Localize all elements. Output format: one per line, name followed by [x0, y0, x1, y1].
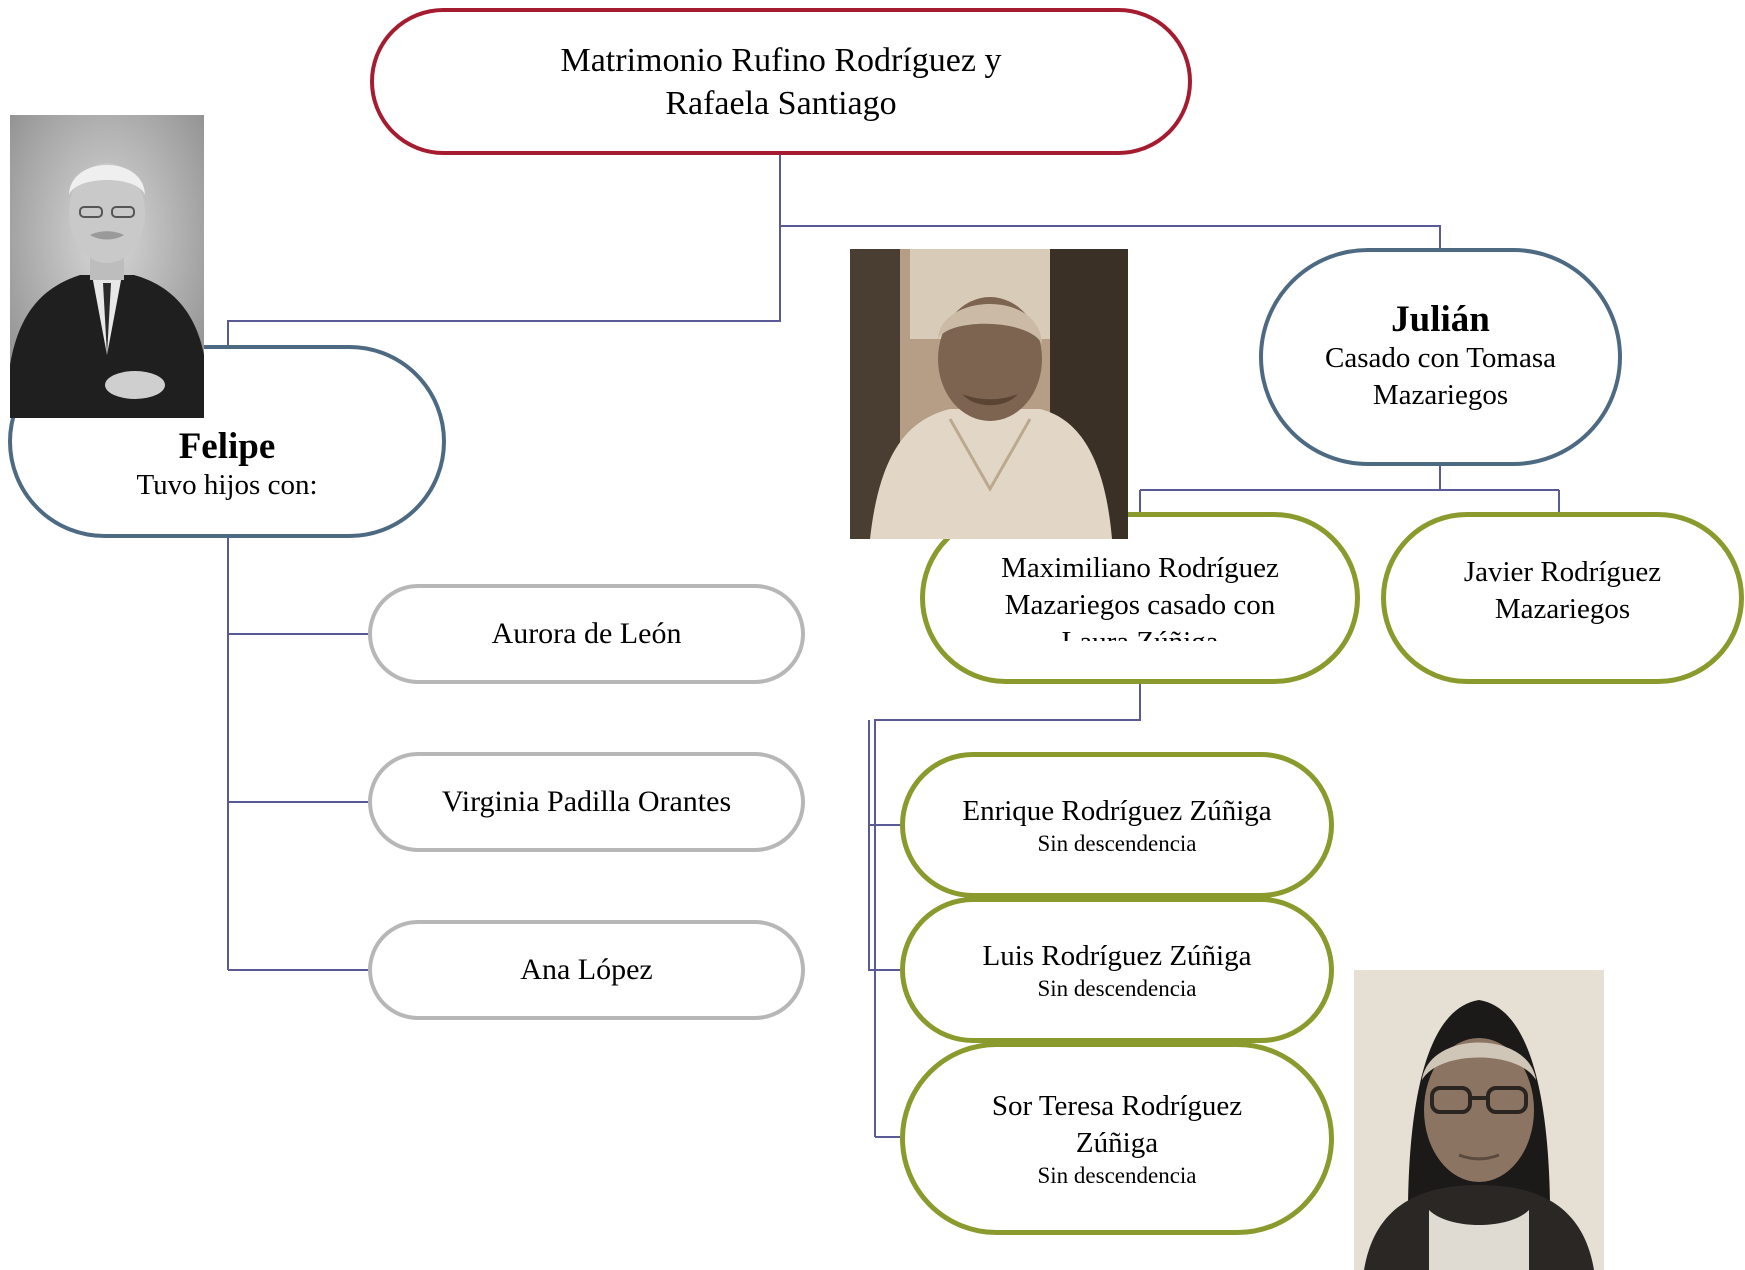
root-marriage-node[interactable]: Matrimonio Rufino Rodríguez y Rafaela Sa… [370, 8, 1192, 155]
spouse-node-virginia[interactable]: Virginia Padilla Orantes [368, 752, 805, 852]
felipe-name: Felipe [178, 426, 276, 467]
spouse-name: Virginia Padilla Orantes [441, 785, 732, 818]
connector-julian-children [1139, 466, 1560, 512]
spouse-name: Aurora de León [491, 617, 682, 650]
grandchild-name-line-1: Sor Teresa Rodríguez [991, 1089, 1243, 1122]
spouse-node-ana[interactable]: Ana López [368, 920, 805, 1020]
felipe-description: Tuvo hijos con: [136, 469, 318, 501]
grandchild-name: Enrique Rodríguez Zúñiga [962, 794, 1272, 827]
grandchild-node-teresa[interactable]: Sor Teresa Rodríguez Zúñiga Sin descende… [900, 1042, 1334, 1235]
spouse-node-aurora[interactable]: Aurora de León [368, 584, 805, 684]
grandchild-note: Sin descendencia [1037, 1162, 1197, 1188]
julian-node[interactable]: Julián Casado con Tomasa Mazariegos [1259, 248, 1622, 466]
grandchild-note: Sin descendencia [1037, 830, 1197, 856]
grandchild-name: Luis Rodríguez Zúñiga [982, 939, 1252, 972]
felipe-photo [10, 115, 204, 418]
maximiliano-line-2: Mazariegos casado con [1004, 589, 1276, 621]
julian-name: Julián [1391, 299, 1490, 340]
root-line-1: Matrimonio Rufino Rodríguez y [560, 41, 1002, 79]
javier-line-2: Mazariegos [1494, 593, 1631, 625]
root-line-2: Rafaela Santiago [665, 84, 897, 122]
spouse-name: Ana López [520, 953, 653, 986]
connector-root-felipe [227, 155, 781, 345]
javier-line-1: Javier Rodríguez [1463, 556, 1662, 588]
maximiliano-node[interactable]: Maximiliano Rodríguez Mazariegos casado … [920, 512, 1360, 684]
maximiliano-line-1: Maximiliano Rodríguez [1001, 552, 1279, 584]
julian-description-line-1: Casado con Tomasa [1325, 342, 1556, 374]
grandchild-name-line-2: Zúñiga [1075, 1126, 1159, 1159]
grandchild-node-enrique[interactable]: Enrique Rodríguez Zúñiga Sin descendenci… [900, 752, 1334, 898]
teresa-photo [1354, 970, 1604, 1270]
javier-node[interactable]: Javier Rodríguez Mazariegos [1381, 512, 1744, 684]
maximiliano-line-3: Laura Zúñiga [1061, 624, 1218, 641]
maximiliano-photo [850, 249, 1128, 539]
connector-max-children [868, 684, 1141, 1138]
grandchild-node-luis[interactable]: Luis Rodríguez Zúñiga Sin descendencia [900, 897, 1334, 1043]
julian-description-line-2: Mazariegos [1372, 379, 1509, 411]
connector-root-julian [780, 225, 1441, 248]
grandchild-note: Sin descendencia [1037, 975, 1197, 1001]
